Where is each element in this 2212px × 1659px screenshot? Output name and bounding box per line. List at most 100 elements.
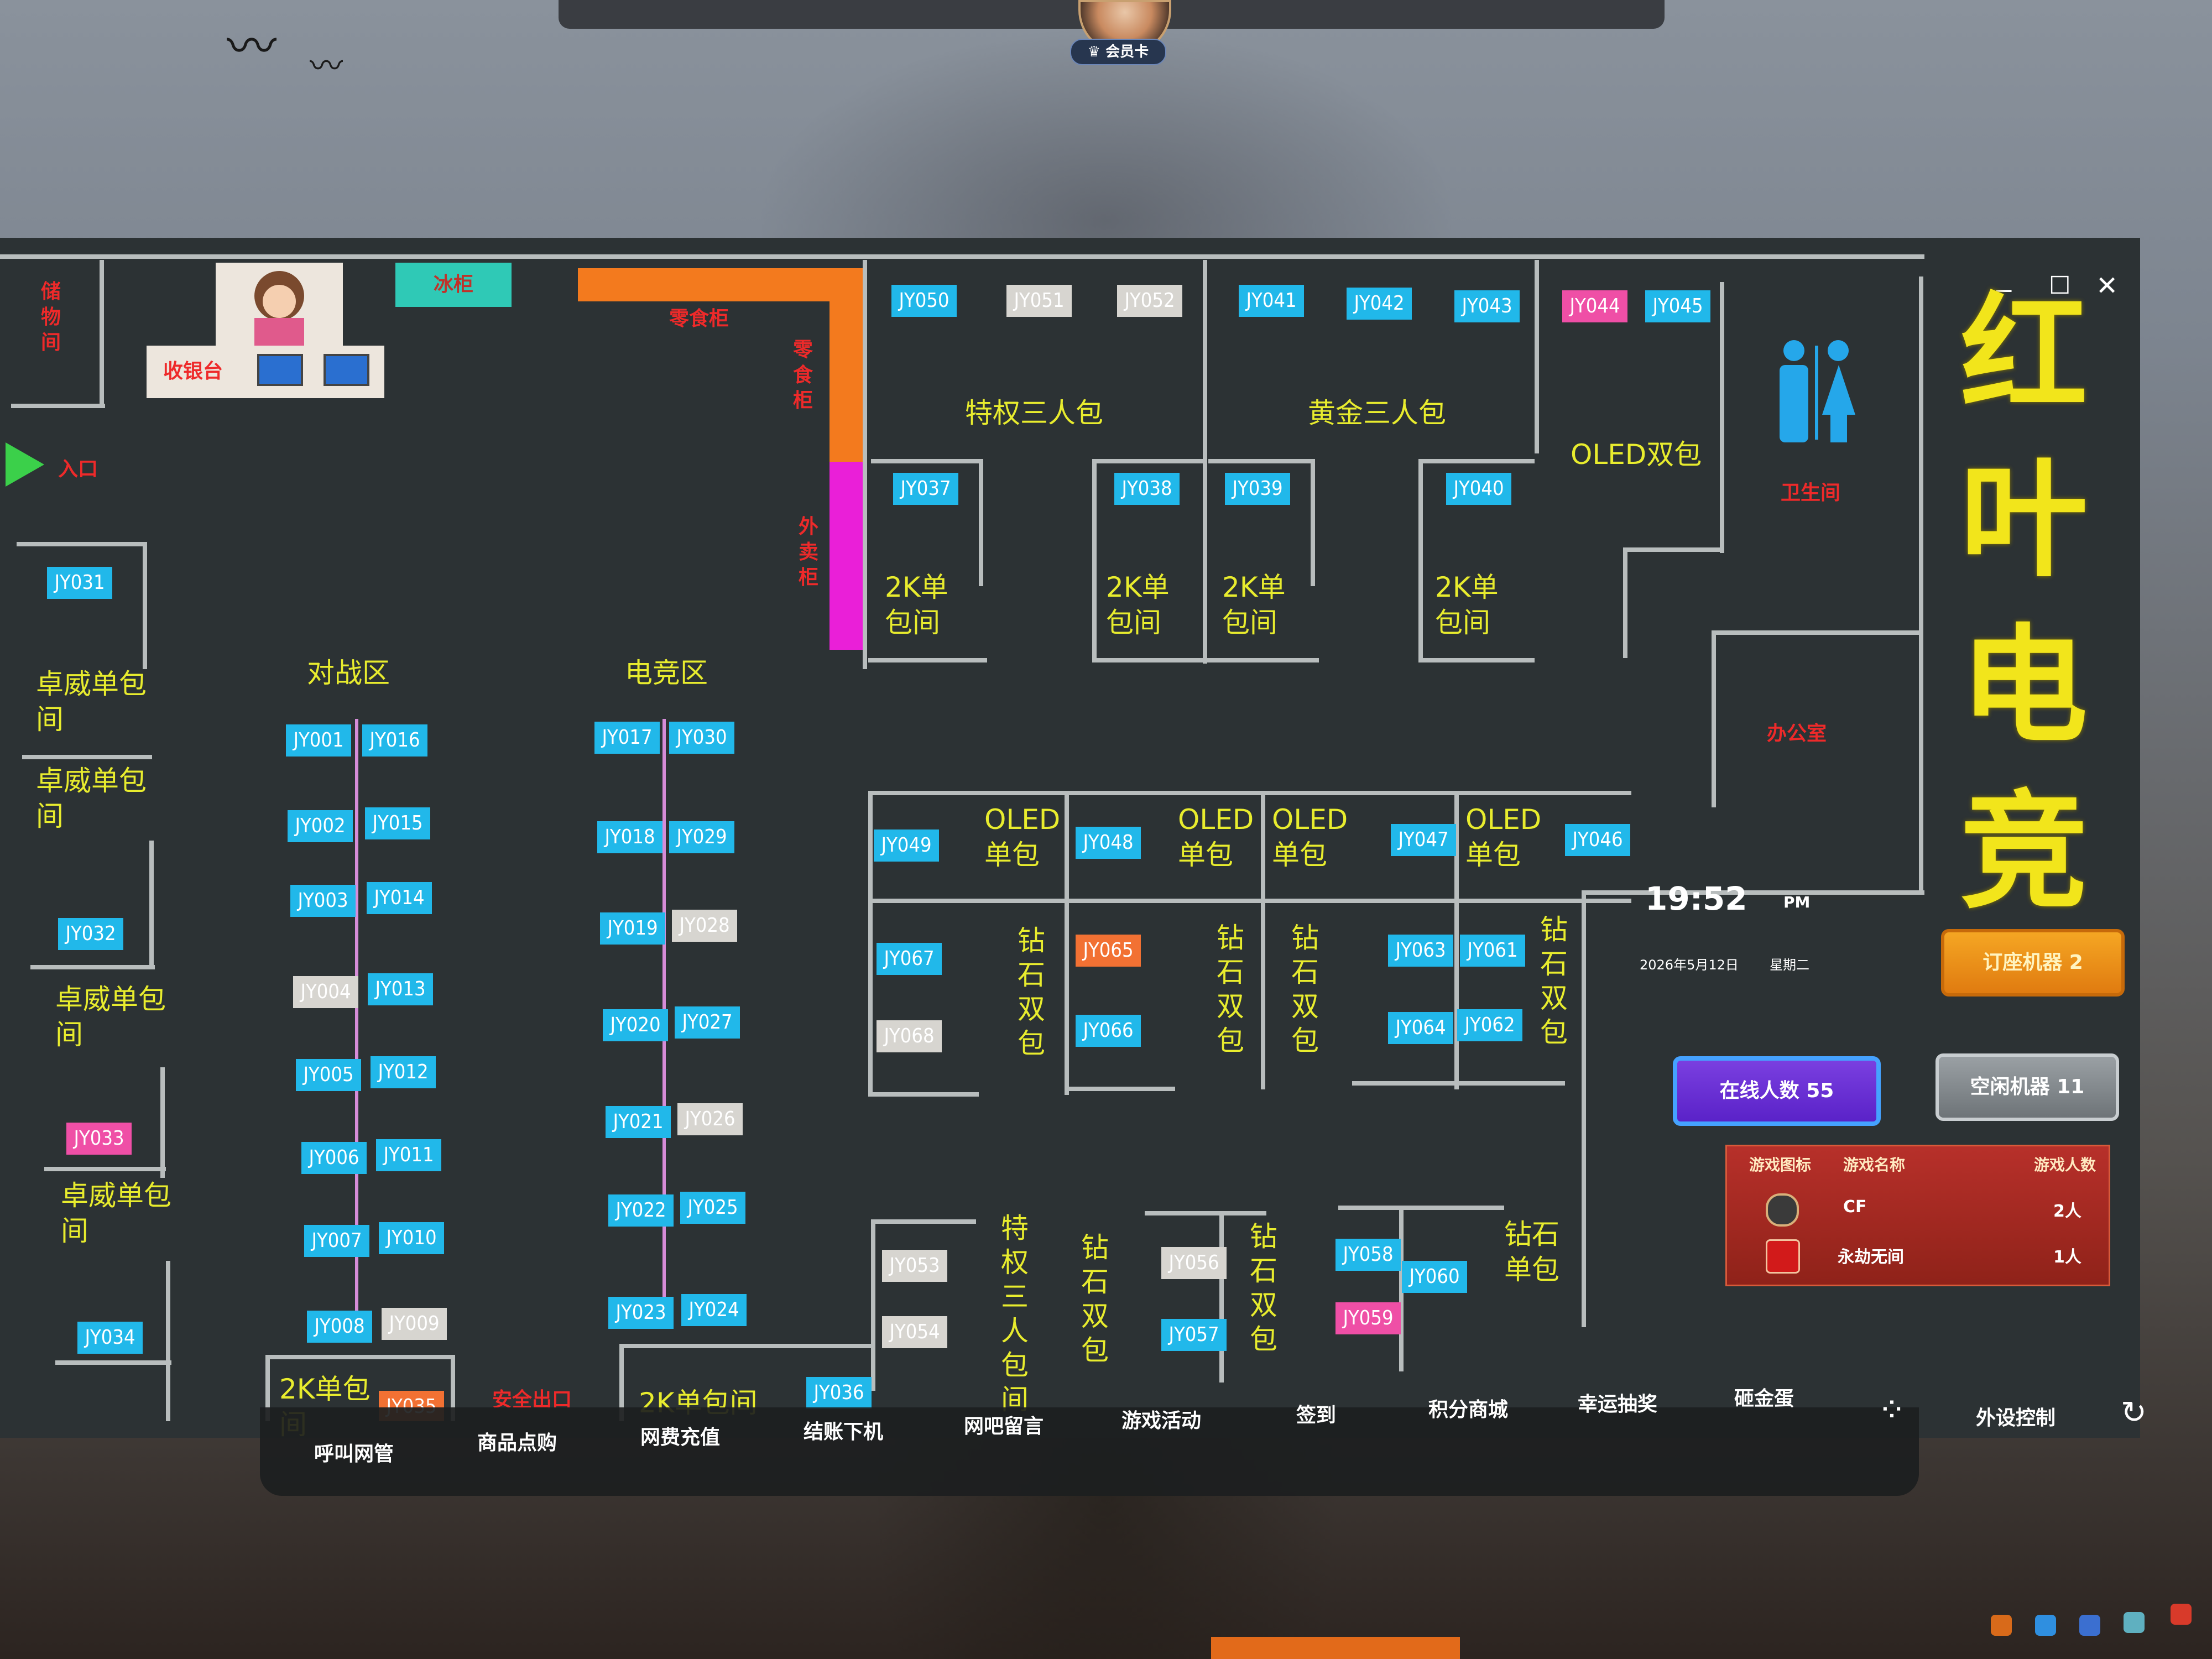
station-jy036[interactable]: JY036	[806, 1377, 872, 1409]
station-jy038[interactable]: JY038	[1114, 473, 1180, 505]
zone-label-2k-room: 2K单包间	[885, 571, 948, 639]
station-jy037[interactable]: JY037	[893, 473, 958, 505]
station-jy020[interactable]: JY020	[603, 1009, 668, 1041]
tray-app-icon[interactable]	[2079, 1615, 2100, 1636]
nav-order-goods[interactable]: 商品点购	[477, 1432, 557, 1454]
tray-app-icon[interactable]	[2171, 1604, 2192, 1625]
station-jy064[interactable]: JY064	[1388, 1012, 1453, 1044]
nav-recharge[interactable]: 网费充值	[640, 1426, 720, 1449]
station-jy066[interactable]: JY066	[1076, 1015, 1141, 1047]
station-jy053[interactable]: JY053	[882, 1250, 947, 1282]
station-jy043[interactable]: JY043	[1454, 290, 1520, 322]
station-jy068[interactable]: JY068	[877, 1020, 942, 1052]
station-jy029[interactable]: JY029	[669, 821, 734, 853]
station-jy011[interactable]: JY011	[376, 1139, 441, 1171]
station-jy015[interactable]: JY015	[365, 807, 430, 839]
station-jy051[interactable]: JY051	[1006, 285, 1072, 317]
station-jy032[interactable]: JY032	[58, 918, 123, 950]
station-jy001[interactable]: JY001	[286, 724, 351, 757]
station-jy060[interactable]: JY060	[1402, 1261, 1467, 1293]
station-jy013[interactable]: JY013	[368, 973, 433, 1005]
station-jy049[interactable]: JY049	[874, 830, 939, 862]
refresh-icon[interactable]: ↻	[2121, 1395, 2147, 1431]
tray-app-icon[interactable]	[2035, 1615, 2056, 1636]
zone-label-diamond-double: 钻石双包	[1081, 1232, 1109, 1366]
station-jy003[interactable]: JY003	[290, 885, 356, 917]
station-jy002[interactable]: JY002	[288, 810, 353, 842]
station-jy021[interactable]: JY021	[606, 1106, 671, 1138]
station-jy026[interactable]: JY026	[677, 1103, 743, 1135]
station-jy014[interactable]: JY014	[367, 882, 432, 914]
station-jy039[interactable]: JY039	[1225, 473, 1290, 505]
station-jy065[interactable]: JY065	[1076, 935, 1141, 967]
nav-peripheral-control[interactable]: 外设控制	[1975, 1407, 2056, 1430]
station-jy016[interactable]: JY016	[362, 724, 427, 757]
station-jy008[interactable]: JY008	[307, 1311, 372, 1343]
station-jy041[interactable]: JY041	[1239, 285, 1304, 317]
zone-label-2k-room: 2K单包间	[1106, 571, 1170, 639]
station-jy040[interactable]: JY040	[1446, 473, 1511, 505]
takeout-label: 外卖柜	[798, 515, 818, 589]
zone-label-2k-room: 2K单包间	[1222, 571, 1286, 639]
station-jy046[interactable]: JY046	[1565, 824, 1630, 856]
station-jy019[interactable]: JY019	[600, 912, 665, 945]
idle-machines-button[interactable]: 空闲机器 11	[1936, 1053, 2119, 1121]
member-card-badge[interactable]: ♛ 会员卡	[1070, 39, 1166, 65]
nav-message[interactable]: 网吧留言	[963, 1415, 1044, 1438]
station-jy057[interactable]: JY057	[1161, 1319, 1227, 1351]
station-jy042[interactable]: JY042	[1347, 288, 1412, 320]
station-jy067[interactable]: JY067	[877, 943, 942, 975]
tray-app-icon[interactable]	[1991, 1615, 2012, 1636]
station-jy030[interactable]: JY030	[669, 722, 734, 754]
station-jy054[interactable]: JY054	[882, 1316, 947, 1348]
station-jy012[interactable]: JY012	[371, 1056, 436, 1088]
station-jy052[interactable]: JY052	[1117, 285, 1182, 317]
nav-checkin[interactable]: 签到	[1296, 1404, 1336, 1427]
grid-icon[interactable]: ⁘	[1877, 1390, 1906, 1430]
maximize-button[interactable]: ☐	[2049, 272, 2071, 300]
station-jy028[interactable]: JY028	[672, 910, 737, 942]
station-jy033[interactable]: JY033	[66, 1123, 132, 1155]
station-jy004[interactable]: JY004	[293, 976, 358, 1008]
close-button[interactable]: ✕	[2096, 270, 2119, 301]
nav-checkout[interactable]: 结账下机	[803, 1421, 883, 1443]
station-jy031[interactable]: JY031	[47, 567, 112, 599]
station-jy044[interactable]: JY044	[1562, 290, 1627, 322]
station-jy034[interactable]: JY034	[77, 1322, 143, 1354]
station-jy024[interactable]: JY024	[681, 1294, 747, 1326]
station-jy010[interactable]: JY010	[379, 1222, 444, 1254]
station-jy061[interactable]: JY061	[1460, 935, 1525, 967]
station-jy056[interactable]: JY056	[1161, 1247, 1227, 1279]
nav-golden-egg[interactable]: 砸金蛋	[1734, 1387, 1794, 1410]
station-jy063[interactable]: JY063	[1388, 935, 1453, 967]
station-jy047[interactable]: JY047	[1391, 824, 1456, 856]
station-jy050[interactable]: JY050	[891, 285, 957, 317]
booked-machines-button[interactable]: 订座机器 2	[1941, 929, 2125, 997]
clock-ampm: PM	[1783, 893, 1811, 911]
monitor-icon	[324, 354, 369, 386]
station-jy059[interactable]: JY059	[1335, 1302, 1401, 1334]
nav-call-admin[interactable]: 呼叫网管	[314, 1443, 394, 1465]
station-jy018[interactable]: JY018	[597, 821, 662, 853]
station-jy045[interactable]: JY045	[1645, 290, 1710, 322]
nav-lucky-draw[interactable]: 幸运抽奖	[1577, 1393, 1657, 1416]
minimize-button[interactable]: _	[1996, 257, 2011, 292]
tray-app-icon[interactable]	[2124, 1612, 2145, 1633]
station-jy006[interactable]: JY006	[301, 1142, 367, 1174]
taskbar-item[interactable]	[1211, 1637, 1460, 1659]
station-jy062[interactable]: JY062	[1457, 1009, 1522, 1041]
station-jy058[interactable]: JY058	[1335, 1239, 1401, 1271]
table-header: 游戏人数	[2034, 1156, 2096, 1174]
station-jy005[interactable]: JY005	[296, 1059, 361, 1091]
online-count-button[interactable]: 在线人数 55	[1673, 1056, 1881, 1126]
station-jy048[interactable]: JY048	[1076, 827, 1141, 859]
station-jy007[interactable]: JY007	[304, 1225, 369, 1257]
nav-points-mall[interactable]: 积分商城	[1428, 1399, 1508, 1421]
nav-events[interactable]: 游戏活动	[1121, 1410, 1201, 1432]
station-jy027[interactable]: JY027	[675, 1006, 740, 1039]
station-jy022[interactable]: JY022	[608, 1194, 674, 1227]
station-jy023[interactable]: JY023	[608, 1297, 674, 1329]
station-jy017[interactable]: JY017	[594, 722, 660, 754]
station-jy025[interactable]: JY025	[680, 1192, 745, 1224]
station-jy009[interactable]: JY009	[382, 1308, 447, 1340]
